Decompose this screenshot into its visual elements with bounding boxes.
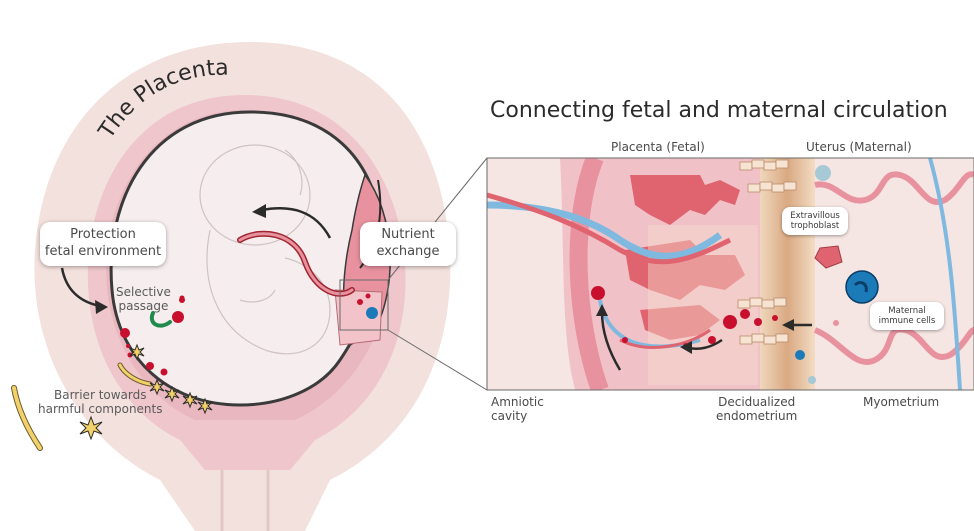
placenta-fetal-label: Placenta (Fetal)	[611, 141, 705, 155]
blood-cell	[180, 296, 185, 301]
extravillous-line2: trophoblast	[782, 221, 848, 231]
blood-cell	[146, 362, 154, 370]
nutrient-line2: exchange	[360, 244, 456, 261]
amniotic-line2: cavity	[491, 410, 544, 424]
amniotic-line1: Amniotic	[491, 396, 544, 410]
selective-passage-label: Selective passage	[116, 286, 171, 314]
blood-cell	[357, 299, 363, 305]
extravillous-callout: Extravillous trophoblast	[782, 207, 848, 235]
maternal-immune-line1: Maternal	[870, 306, 944, 316]
blood-cell	[120, 328, 130, 338]
blood-cell	[723, 315, 737, 329]
blood-cell	[161, 369, 168, 376]
blood-cell	[833, 320, 839, 326]
nutrient-line1: Nutrient	[360, 227, 456, 244]
blood-cell	[772, 315, 778, 321]
selective-line2: passage	[116, 300, 171, 314]
circulation-inset	[487, 158, 974, 390]
decidualized-line1: Decidualized	[716, 396, 797, 410]
decidua-band	[760, 158, 815, 390]
myometrium-label: Myometrium	[863, 396, 939, 410]
extravillous-line1: Extravillous	[782, 211, 848, 221]
blood-cell	[740, 309, 750, 319]
immune-cell	[815, 165, 831, 181]
protection-callout: Protection fetal environment	[40, 222, 166, 266]
diagram-title: Connecting fetal and maternal circulatio…	[490, 98, 948, 123]
maternal-immune-line2: immune cells	[870, 316, 944, 326]
decidualized-line2: endometrium	[716, 410, 797, 424]
uterus-diagram: The Placenta	[14, 42, 487, 531]
decidualized-endometrium-label: Decidualized endometrium	[716, 396, 797, 424]
blood-cell	[172, 311, 184, 323]
blood-cell	[754, 318, 762, 326]
barrier-label: Barrier towards harmful components	[38, 389, 163, 417]
bacteria-icon	[14, 388, 40, 448]
selective-line1: Selective	[116, 286, 171, 300]
immune-cell	[795, 350, 805, 360]
protection-line2: fetal environment	[40, 244, 166, 261]
maternal-immune-cell	[846, 271, 878, 303]
blood-cell	[366, 294, 371, 299]
immune-cell	[808, 376, 816, 384]
protection-line1: Protection	[40, 227, 166, 244]
blood-cell	[591, 286, 605, 300]
barrier-line2: harmful components	[38, 403, 163, 417]
maternal-immune-callout: Maternal immune cells	[870, 302, 944, 330]
immune-cell	[366, 307, 378, 319]
uterus-maternal-label: Uterus (Maternal)	[806, 141, 912, 155]
nutrient-callout: Nutrient exchange	[360, 222, 456, 266]
amniotic-cavity-label: Amniotic cavity	[491, 396, 544, 424]
blood-cell	[622, 337, 628, 343]
barrier-line1: Barrier towards	[38, 389, 163, 403]
blood-cell	[126, 344, 130, 348]
